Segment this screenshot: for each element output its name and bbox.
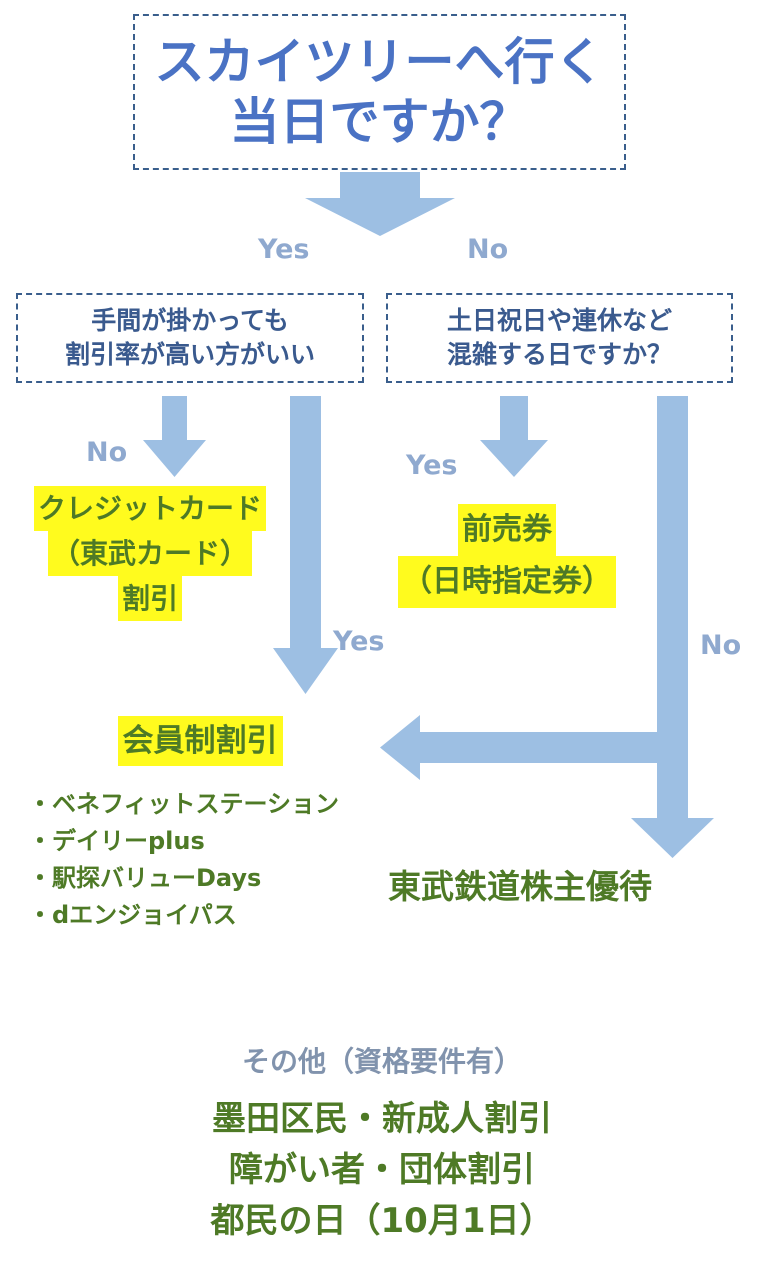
label-top-no: No bbox=[467, 234, 509, 265]
label-left-yes: Yes bbox=[333, 626, 385, 657]
list-item: ・ベネフィットステーション bbox=[28, 790, 340, 818]
credit-card-result: クレジットカード （東武カード） 割引 bbox=[10, 486, 290, 621]
list-item: 障がい者・団体割引 bbox=[229, 1150, 535, 1190]
presale-line1: 前売券 bbox=[458, 504, 556, 556]
presale-line2: （日時指定券） bbox=[398, 556, 616, 608]
arrow-right-no bbox=[631, 396, 714, 858]
membership-title: 会員制割引 bbox=[117, 716, 283, 766]
left-question-line2: 割引率が高い方がいい bbox=[64, 340, 315, 369]
other-list: 墨田区民・新成人割引 障がい者・団体割引 都民の日（10月1日） bbox=[0, 1094, 764, 1247]
membership-result: 会員制割引 bbox=[60, 716, 340, 766]
main-question-line1: スカイツリーへ行く bbox=[154, 33, 605, 91]
other-title: その他（資格要件有） bbox=[241, 1045, 522, 1078]
label-top-yes: Yes bbox=[258, 234, 310, 265]
membership-list: ・ベネフィットステーション ・デイリーplus ・駅探バリューDays ・dエン… bbox=[28, 786, 339, 934]
right-question-line1: 土日祝日や連休など bbox=[446, 306, 672, 335]
left-question-line1: 手間が掛かっても bbox=[91, 306, 289, 335]
list-item: ・駅探バリューDays bbox=[28, 864, 262, 892]
list-item: ・dエンジョイパス bbox=[28, 901, 237, 929]
arrow-right-yes bbox=[480, 396, 548, 477]
tobu-shareholder-result: 東武鉄道株主優待 bbox=[388, 867, 652, 906]
main-question-box: スカイツリーへ行く 当日ですか？ bbox=[133, 14, 626, 170]
arrow-left-no bbox=[143, 396, 206, 477]
main-question-line2: 当日ですか？ bbox=[229, 93, 530, 151]
left-question-box: 手間が掛かっても 割引率が高い方がいい bbox=[16, 293, 364, 383]
arrow-to-membership bbox=[380, 715, 672, 780]
arrow-main-down bbox=[305, 172, 455, 236]
credit-card-line2: （東武カード） bbox=[47, 531, 252, 576]
list-item: ・デイリーplus bbox=[28, 827, 205, 855]
label-left-no: No bbox=[86, 437, 128, 468]
right-question-box: 土日祝日や連休など 混雑する日ですか？ bbox=[386, 293, 733, 383]
list-item: 墨田区民・新成人割引 bbox=[212, 1099, 552, 1139]
credit-card-line1: クレジットカード bbox=[33, 486, 266, 531]
label-right-no: No bbox=[700, 630, 742, 661]
list-item: 都民の日（10月1日） bbox=[210, 1201, 554, 1241]
presale-result: 前売券 （日時指定券） bbox=[362, 504, 652, 608]
label-right-yes: Yes bbox=[406, 450, 458, 481]
credit-card-line3: 割引 bbox=[117, 576, 182, 621]
arrow-left-yes bbox=[273, 396, 338, 694]
right-question-line2: 混雑する日ですか？ bbox=[446, 340, 672, 369]
